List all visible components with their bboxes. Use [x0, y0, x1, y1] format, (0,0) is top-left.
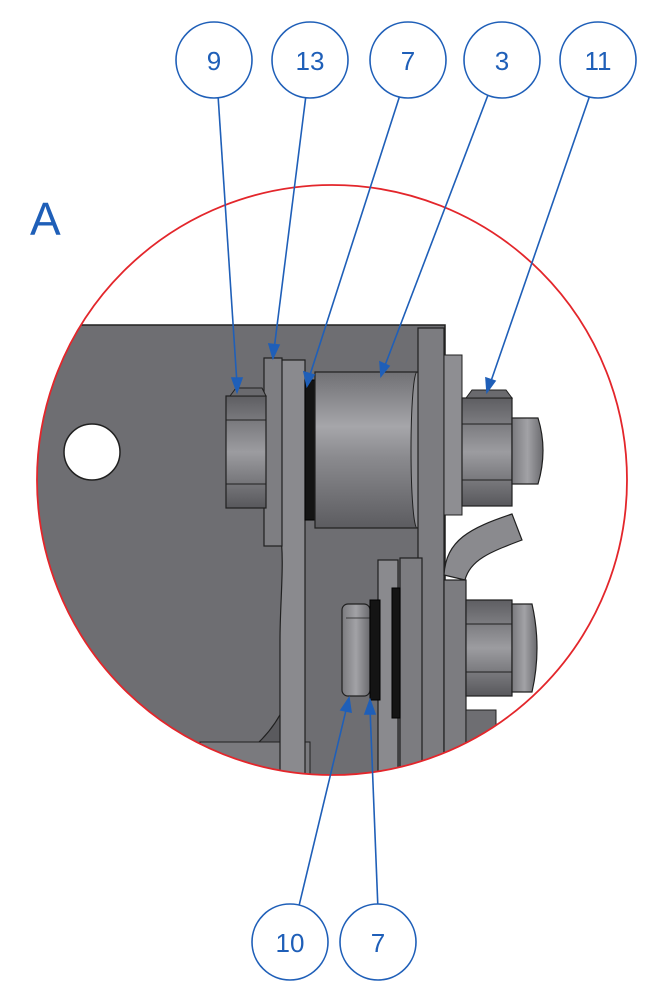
spacer-3 [314, 371, 424, 529]
leader-11 [489, 94, 591, 385]
washer-7-lower [369, 599, 381, 701]
arrow-3 [379, 360, 391, 379]
arrow-9 [230, 377, 244, 395]
arrow-7-bottom [363, 697, 377, 715]
balloon-7-top: 7 [369, 21, 447, 99]
right-plate-back [443, 354, 463, 516]
plate-hole [63, 423, 121, 481]
washer-7-lower-b [391, 587, 401, 719]
left-bracket-plate [279, 359, 306, 775]
balloon-11: 11 [559, 21, 637, 99]
arrow-7-top [302, 370, 316, 389]
leader-13 [273, 94, 307, 351]
balloon-13: 13 [271, 21, 349, 99]
bent-tab [443, 513, 523, 581]
balloon-10: 10 [251, 903, 329, 981]
detail-circle [36, 184, 628, 776]
leader-7-bottom [369, 707, 379, 911]
arrow-13 [267, 343, 281, 361]
washer-7-upper [304, 379, 316, 521]
washer-13 [263, 357, 283, 547]
balloon-13-label: 13 [296, 46, 325, 76]
view-label: A [30, 193, 61, 245]
balloons: 9 13 7 3 11 10 [175, 21, 637, 981]
balloon-7-bottom-label: 7 [371, 928, 385, 958]
arrow-11 [485, 376, 497, 395]
assembly-detail [37, 324, 544, 775]
balloon-7-bottom: 7 [339, 903, 417, 981]
balloon-10-label: 10 [276, 928, 305, 958]
lower-nut [465, 599, 538, 697]
leader-3 [383, 94, 489, 369]
bolt-head-9 [225, 387, 267, 509]
nut-11 [461, 389, 544, 507]
lower-plate-b [399, 557, 423, 775]
balloon-7-top-label: 7 [401, 46, 415, 76]
balloon-9: 9 [175, 21, 253, 99]
leader-9 [217, 94, 238, 385]
arrow-10 [339, 695, 352, 714]
leader-lines [217, 94, 591, 911]
balloon-3-label: 3 [495, 46, 509, 76]
bolt-head-10 [341, 603, 371, 697]
balloon-9-label: 9 [207, 46, 221, 76]
balloon-11-label: 11 [585, 46, 612, 76]
lower-right-block [465, 709, 497, 775]
leader-10 [297, 705, 348, 911]
leader-7-top [308, 94, 401, 379]
balloon-3: 3 [463, 21, 541, 99]
lower-plate-c [443, 579, 467, 775]
